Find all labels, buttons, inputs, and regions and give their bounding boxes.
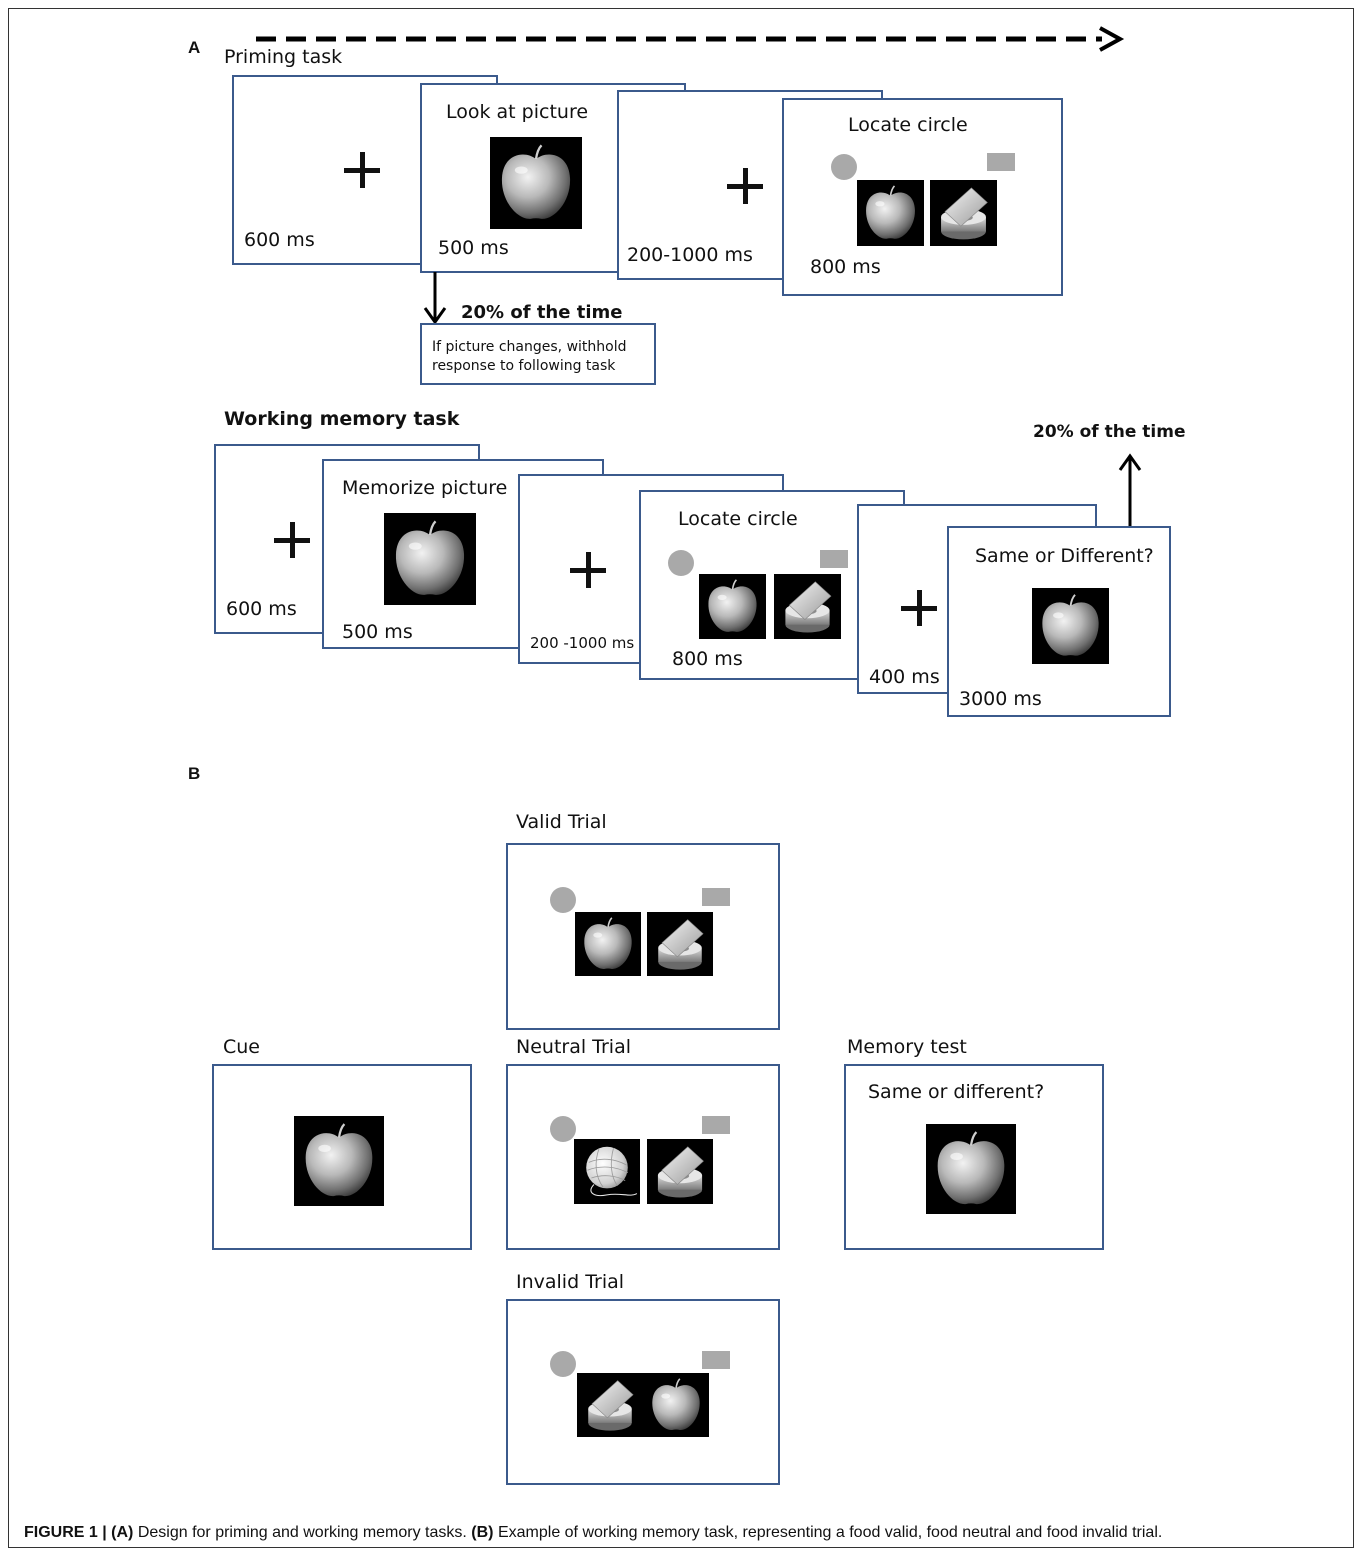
priming-branch-arrow [423, 272, 447, 325]
wm-blank-duration: 200 -1000 ms [530, 634, 635, 652]
apple-image [384, 513, 476, 605]
priming-locate-title: Locate circle [848, 114, 968, 136]
priming-locate-screen: Locate circle 800 ms [782, 98, 1063, 296]
distractor-rectangle [702, 1116, 730, 1134]
wm-memorize-duration: 500 ms [342, 621, 413, 643]
apple-image [490, 137, 582, 229]
fixation-cross [570, 552, 606, 588]
neutral-trial-screen [506, 1064, 780, 1250]
caption-b-tag: (B) [471, 1524, 494, 1541]
apple-image [1032, 588, 1109, 664]
wm-branch-label: 20% of the time [1033, 422, 1186, 442]
target-circle [550, 1351, 576, 1377]
valid-trial-label: Valid Trial [516, 811, 607, 833]
panel-a-label: A [188, 38, 201, 57]
tape-dispenser-image [930, 180, 997, 246]
apple-image [575, 912, 641, 976]
priming-look-duration: 500 ms [438, 237, 509, 259]
priming-branch-label: 20% of the time [461, 302, 623, 323]
tape-dispenser-image [577, 1373, 643, 1437]
invalid-trial-label: Invalid Trial [516, 1271, 625, 1293]
memory-test-label: Memory test [847, 1036, 967, 1058]
wm-task-title: Working memory task [224, 408, 460, 430]
distractor-rectangle [987, 153, 1015, 171]
apple-image [643, 1373, 709, 1437]
distractor-rectangle [702, 1351, 730, 1369]
caption-b-text: Example of working memory task, represen… [493, 1524, 1163, 1541]
target-circle [831, 154, 857, 180]
wm-test-screen: Same or Different? 3000 ms [947, 526, 1171, 717]
target-circle [550, 1116, 576, 1142]
target-circle [668, 550, 694, 576]
fixation-cross [901, 590, 937, 626]
valid-trial-screen [506, 843, 780, 1030]
caption-lead: FIGURE 1 | [24, 1524, 107, 1541]
wm-branch-arrow [1118, 453, 1142, 526]
priming-blank-duration: 200-1000 ms [627, 244, 753, 266]
apple-image [294, 1116, 384, 1206]
panel-b-label: B [188, 764, 201, 783]
tape-dispenser-image [774, 574, 841, 639]
apple-image [857, 180, 924, 246]
priming-branch-line2: response to following task [432, 358, 616, 374]
yarn-ball-image [574, 1139, 640, 1204]
cue-screen [212, 1064, 472, 1250]
priming-look-title: Look at picture [446, 101, 589, 123]
wm-delay-duration: 400 ms [869, 666, 940, 688]
priming-locate-duration: 800 ms [810, 256, 881, 278]
priming-branch-box: If picture changes, withhold response to… [420, 323, 656, 385]
caption-a-text: Design for priming and working memory ta… [133, 1524, 472, 1541]
wm-locate-duration: 800 ms [672, 648, 743, 670]
apple-image [926, 1124, 1016, 1214]
wm-memorize-title: Memorize picture [342, 477, 508, 499]
distractor-rectangle [820, 550, 848, 568]
tape-dispenser-image [647, 1139, 713, 1204]
figure-caption: FIGURE 1 | (A) Design for priming and wo… [24, 1524, 1162, 1542]
distractor-rectangle [702, 888, 730, 906]
priming-branch-line1: If picture changes, withhold [432, 339, 627, 355]
timeline-arrow [256, 26, 1125, 52]
fixation-cross [344, 152, 380, 188]
priming-fixation-duration: 600 ms [244, 229, 315, 251]
priming-task-title: Priming task [224, 46, 343, 68]
cue-label: Cue [223, 1036, 260, 1058]
target-circle [550, 887, 576, 913]
neutral-trial-label: Neutral Trial [516, 1036, 631, 1058]
apple-image [699, 574, 766, 639]
fixation-cross [727, 168, 763, 204]
figure-frame [8, 8, 1354, 1548]
fixation-cross [274, 522, 310, 558]
memory-test-screen: Same or different? [844, 1064, 1104, 1250]
caption-a-tag: (A) [111, 1524, 134, 1541]
invalid-trial-screen [506, 1299, 780, 1485]
wm-locate-title: Locate circle [678, 508, 798, 530]
wm-test-title: Same or Different? [975, 545, 1154, 567]
wm-test-duration: 3000 ms [959, 688, 1042, 710]
memory-test-question: Same or different? [868, 1081, 1045, 1103]
wm-fixation-duration: 600 ms [226, 598, 297, 620]
tape-dispenser-image [647, 912, 713, 976]
